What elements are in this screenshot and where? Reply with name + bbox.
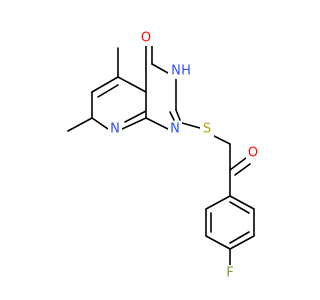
bond-layer	[67, 45, 255, 266]
bond-line	[175, 109, 181, 121]
bond-line	[213, 135, 231, 145]
bond-line	[91, 76, 119, 93]
bond-line	[169, 111, 175, 121]
atom-label-bg	[200, 121, 214, 137]
structural-formula: O N H N N S O F	[67, 30, 260, 281]
bond-line	[229, 195, 255, 210]
bond-line	[67, 117, 93, 132]
atom-label-pyridine-n: N	[110, 122, 120, 137]
bond-line	[124, 110, 147, 123]
molecule-canvas: O N H N N S O F	[67, 30, 260, 281]
atom-label-nh-hydrogen: H	[181, 64, 191, 79]
atom-label-fluorine: F	[226, 266, 233, 281]
atom-label-bg	[223, 265, 237, 281]
atom-label-carbonyl-oxygen: O	[141, 31, 151, 46]
bond-line	[229, 201, 250, 214]
bond-line	[151, 63, 169, 74]
bond-line	[91, 117, 109, 130]
bond-line	[234, 163, 251, 176]
bond-line	[205, 235, 231, 250]
bond-line	[229, 235, 255, 250]
atom-label-bg	[168, 63, 190, 79]
atom-label-ketone-oxygen: O	[248, 146, 258, 161]
bond-line	[121, 117, 147, 130]
bond-line	[117, 76, 147, 93]
atom-label-thioether-s: S	[203, 122, 211, 137]
bond-line	[229, 231, 250, 244]
atom-label-bg	[168, 121, 182, 137]
atom-label-bg	[139, 30, 153, 46]
bond-line	[145, 117, 169, 130]
bond-line	[205, 195, 231, 210]
bond-line	[181, 122, 201, 129]
atom-label-bg	[246, 145, 260, 161]
atom-label-bg	[108, 121, 122, 137]
bond-line	[229, 157, 247, 171]
atom-label-pyrimidine-n: N	[170, 122, 180, 137]
atom-label-ring-n: N	[171, 64, 181, 79]
atom-label-layer: O N H N N S O F	[108, 30, 260, 281]
bond-line	[97, 84, 119, 98]
